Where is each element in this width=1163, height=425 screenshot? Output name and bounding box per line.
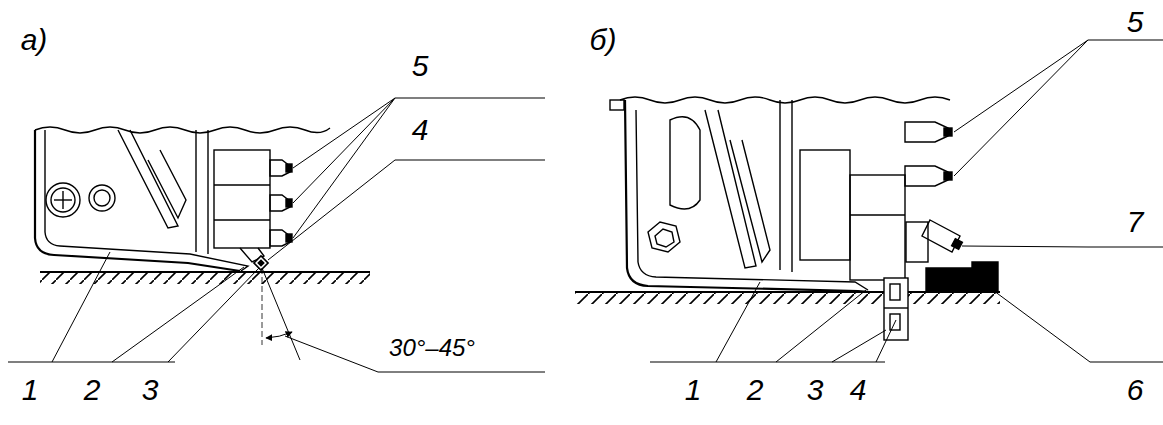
callout-number: 4 bbox=[850, 375, 867, 405]
panel-b bbox=[575, 40, 1163, 362]
callout-number: 5 bbox=[412, 51, 429, 81]
panel-label: б) bbox=[590, 25, 617, 55]
callout-number: 3 bbox=[142, 375, 159, 405]
callout-number: 3 bbox=[807, 375, 824, 405]
callout-number: 6 bbox=[1127, 375, 1144, 405]
callout-number: 1 bbox=[22, 375, 39, 405]
callout-number: 4 bbox=[412, 115, 429, 145]
callout-number: 7 bbox=[1127, 207, 1144, 237]
angle-dimension: 30°–45° bbox=[389, 336, 475, 360]
panel-label: а) bbox=[21, 25, 48, 55]
callout-number: 2 bbox=[84, 375, 101, 405]
panel-a bbox=[8, 98, 545, 372]
callout-number: 1 bbox=[685, 375, 702, 405]
callout-number: 5 bbox=[1127, 7, 1144, 37]
callout-number: 2 bbox=[747, 375, 764, 405]
